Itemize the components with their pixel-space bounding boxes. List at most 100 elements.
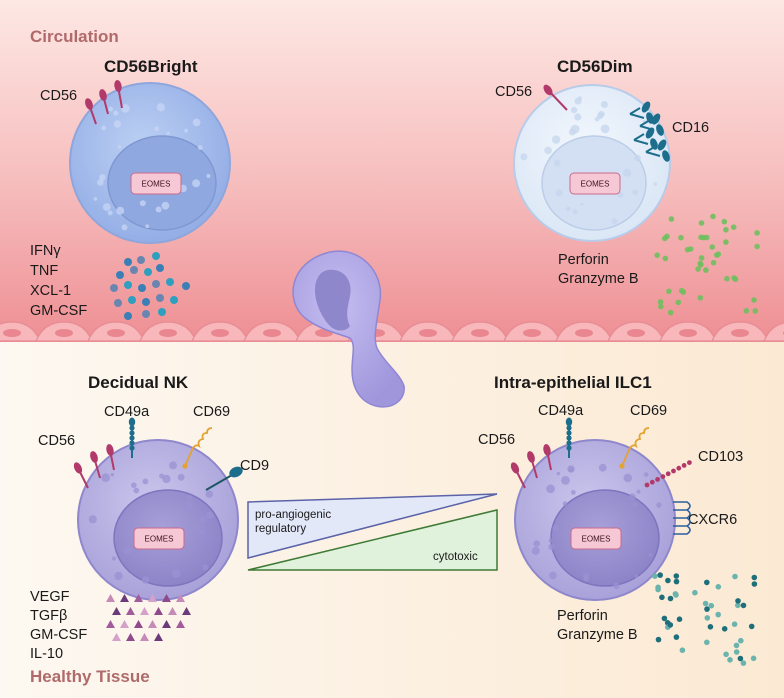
- cytokine-dot: [152, 280, 160, 288]
- cd56bright-cell: CD56Bright CD56 EOMES: [40, 57, 231, 244]
- secretion-il10: IL-10: [30, 646, 63, 662]
- cytokine-triangle: [162, 620, 171, 628]
- cd103-bead: [649, 479, 655, 485]
- granule-dot: [721, 626, 728, 632]
- cytokine-dot: [130, 266, 138, 274]
- granule: [598, 110, 605, 118]
- granule-dot: [750, 655, 757, 662]
- cd56bright-title: CD56Bright: [104, 57, 198, 76]
- cd103-bead: [687, 460, 692, 465]
- granule: [623, 168, 632, 177]
- cytokine-triangle: [112, 607, 121, 615]
- granule-dot: [751, 581, 758, 587]
- granule: [121, 104, 130, 113]
- granule-dot: [661, 615, 668, 622]
- granule: [617, 191, 624, 198]
- granule: [97, 179, 104, 186]
- granule: [162, 474, 171, 484]
- cxcr6-receptor: [673, 501, 691, 535]
- granule-dot: [704, 606, 710, 612]
- granule: [552, 524, 560, 532]
- cd16-domain: [651, 113, 661, 125]
- cytokine-triangle: [134, 620, 143, 628]
- cytokine-dot: [156, 294, 164, 302]
- cytokine-triangle: [126, 633, 135, 641]
- granule: [574, 113, 582, 121]
- granule-dot: [667, 309, 674, 316]
- ilc1-cd56-label: CD56: [478, 432, 515, 448]
- endothelial-nucleus: [523, 329, 541, 337]
- endothelial-nucleus: [107, 329, 125, 337]
- granule-dot: [702, 600, 709, 607]
- granule-dot: [652, 573, 658, 579]
- ilc1-cd49a-label: CD49a: [538, 403, 584, 419]
- granule: [653, 182, 658, 186]
- cytokine-triangle: [176, 594, 185, 602]
- cytokine-dot: [124, 312, 132, 320]
- granule: [570, 106, 578, 114]
- cd16-receptors: [629, 101, 670, 162]
- granule-dot: [715, 251, 722, 257]
- cd56bright-secretions: IFNγ TNF XCL-1 GM-CSF: [30, 243, 190, 320]
- secretion-granzyme-dim: Granzyme B: [558, 271, 639, 287]
- granule-dot: [692, 589, 698, 596]
- granule: [548, 543, 555, 551]
- cytokine-triangle: [140, 607, 149, 615]
- endothelial-nucleus: [3, 329, 21, 337]
- granule: [121, 224, 128, 231]
- granule-particles-ilc1: [652, 572, 758, 666]
- granule: [142, 478, 149, 485]
- cd56dim-granules: [520, 96, 658, 225]
- granule: [114, 571, 123, 581]
- cytokine-dot: [142, 298, 150, 306]
- granule-dot: [668, 216, 675, 222]
- granule: [580, 202, 584, 206]
- cd56-head: [510, 462, 520, 474]
- decidual-granules: [88, 461, 214, 584]
- granule-dot: [715, 611, 721, 618]
- cd56-head: [543, 84, 553, 96]
- cd103-bead: [655, 477, 660, 482]
- section-label-circulation: Circulation: [30, 27, 119, 46]
- regulatory-label: regulatory: [255, 523, 306, 535]
- granule: [99, 174, 106, 181]
- cytokine-dot: [158, 308, 166, 316]
- cytokine-triangle: [176, 620, 185, 628]
- granule-dot: [703, 267, 709, 273]
- granule-dot: [724, 275, 730, 282]
- cytokine-dot: [144, 268, 152, 276]
- cytokine-dot: [182, 282, 190, 290]
- granule: [570, 124, 580, 134]
- granule: [623, 473, 633, 483]
- granule-dot: [754, 243, 760, 250]
- secretion-gmcsf: GM-CSF: [30, 303, 87, 319]
- granule: [102, 203, 111, 211]
- cd9-head: [229, 466, 243, 478]
- granule: [598, 463, 607, 472]
- granule: [572, 209, 578, 215]
- cytokine-triangle: [154, 633, 163, 641]
- granule-dot: [709, 244, 715, 250]
- cytotoxic-label: cytotoxic: [433, 551, 478, 563]
- cytokine-dot: [156, 264, 164, 272]
- migrating-nk-cell: [292, 250, 405, 408]
- decidual-nk-cell: Decidual NK CD56 CD49a CD69 CD9 EOMES: [38, 373, 269, 601]
- granule: [131, 482, 137, 489]
- cd9-stalk: [205, 474, 233, 491]
- cd56bright-cd56-receptors: [85, 80, 123, 125]
- cytokine-triangle: [126, 607, 135, 615]
- secretion-tgfb: TGFβ: [30, 608, 67, 624]
- granule: [562, 501, 568, 506]
- granule: [141, 576, 150, 584]
- granule-dot: [710, 213, 716, 220]
- granule: [520, 153, 528, 161]
- endothelial-nucleus: [679, 329, 697, 337]
- endothelial-nucleus: [731, 329, 749, 337]
- granule-dot: [664, 233, 670, 240]
- granule: [117, 145, 122, 149]
- granule: [113, 120, 122, 128]
- cytokine-dot: [142, 310, 150, 318]
- granule-dot: [733, 649, 740, 655]
- granule: [110, 473, 115, 477]
- decidual-nk-title: Decidual NK: [88, 373, 189, 392]
